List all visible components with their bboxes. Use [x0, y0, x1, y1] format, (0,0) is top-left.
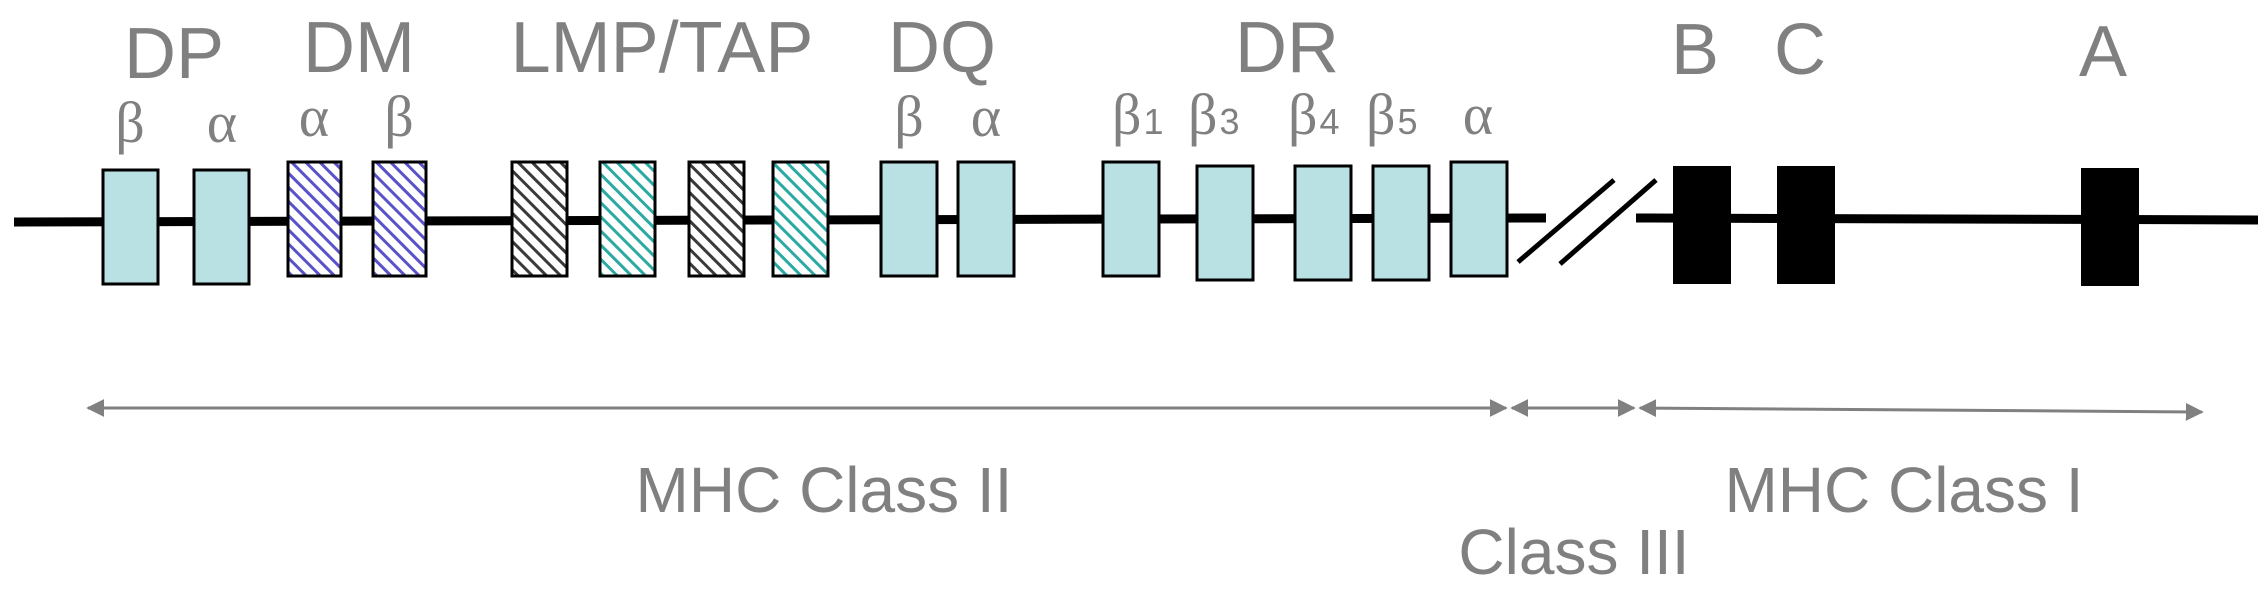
gene-label-dr-beta3-greek: β	[1188, 82, 1218, 147]
chromosome-line-right	[1635, 213, 2259, 225]
gene-dp-beta	[101, 168, 160, 286]
gene-lmp-2	[687, 160, 746, 278]
region-arrow-class1	[1638, 399, 2204, 421]
group-label-lmp-tap: LMP/TAP	[511, 8, 814, 88]
gene-label-dm-beta: β	[384, 84, 414, 149]
gene-label-dr-beta1-greek: β	[1112, 82, 1142, 147]
group-label-dm: DM	[303, 8, 415, 88]
gene-dm-alpha	[286, 160, 343, 278]
group-label-c: C	[1774, 10, 1826, 90]
gene-label-dm-alpha: α	[299, 84, 329, 149]
chromosome-break-mark-1	[1516, 178, 1616, 264]
gene-label-dr-beta1: β1	[1112, 82, 1164, 147]
gene-label-dp-beta: β	[115, 90, 145, 155]
gene-dp-alpha	[192, 168, 251, 286]
gene-label-dq-alpha: α	[971, 84, 1001, 149]
group-label-dq: DQ	[888, 8, 996, 88]
gene-label-dr-beta3-num: 3	[1220, 101, 1240, 142]
gene-label-dp-alpha: α	[207, 90, 237, 155]
gene-tap-2	[771, 160, 830, 278]
group-label-a: A	[2079, 12, 2127, 92]
group-label-dp: DP	[124, 14, 224, 94]
gene-label-dr-beta4: β4	[1288, 82, 1340, 147]
region-label-class1: MHC Class I	[1724, 454, 2083, 526]
gene-a	[2081, 168, 2139, 286]
region-label-class2: MHC Class II	[636, 454, 1013, 526]
gene-b	[1673, 166, 1731, 284]
gene-label-dr-beta5-num: 5	[1398, 101, 1418, 142]
gene-dr-beta5	[1371, 164, 1431, 282]
gene-dq-beta	[879, 160, 939, 278]
gene-lmp-1	[510, 160, 569, 278]
gene-dr-beta1	[1101, 160, 1161, 278]
gene-dr-alpha	[1449, 160, 1509, 278]
gene-label-dq-beta: β	[894, 84, 924, 149]
gene-label-dr-beta5: β5	[1366, 82, 1418, 147]
gene-dr-beta4	[1293, 164, 1353, 282]
gene-dr-beta3	[1195, 164, 1255, 282]
gene-label-dr-beta5-greek: β	[1366, 82, 1396, 147]
gene-label-dr-beta4-greek: β	[1288, 82, 1318, 147]
gene-label-dr-beta4-num: 4	[1320, 101, 1340, 142]
group-label-dr: DR	[1235, 8, 1339, 88]
group-label-b: B	[1671, 10, 1719, 90]
chromosome-break-mark-2	[1558, 178, 1658, 266]
gene-label-dr-beta1-num: 1	[1144, 101, 1164, 142]
gene-dq-alpha	[956, 160, 1016, 278]
gene-dm-beta	[371, 160, 428, 278]
gene-tap-1	[598, 160, 657, 278]
region-label-class3: Class III	[1458, 516, 1689, 588]
gene-label-dr-beta3: β3	[1188, 82, 1240, 147]
gene-c	[1777, 166, 1835, 284]
gene-label-dr-alpha: α	[1463, 82, 1493, 147]
